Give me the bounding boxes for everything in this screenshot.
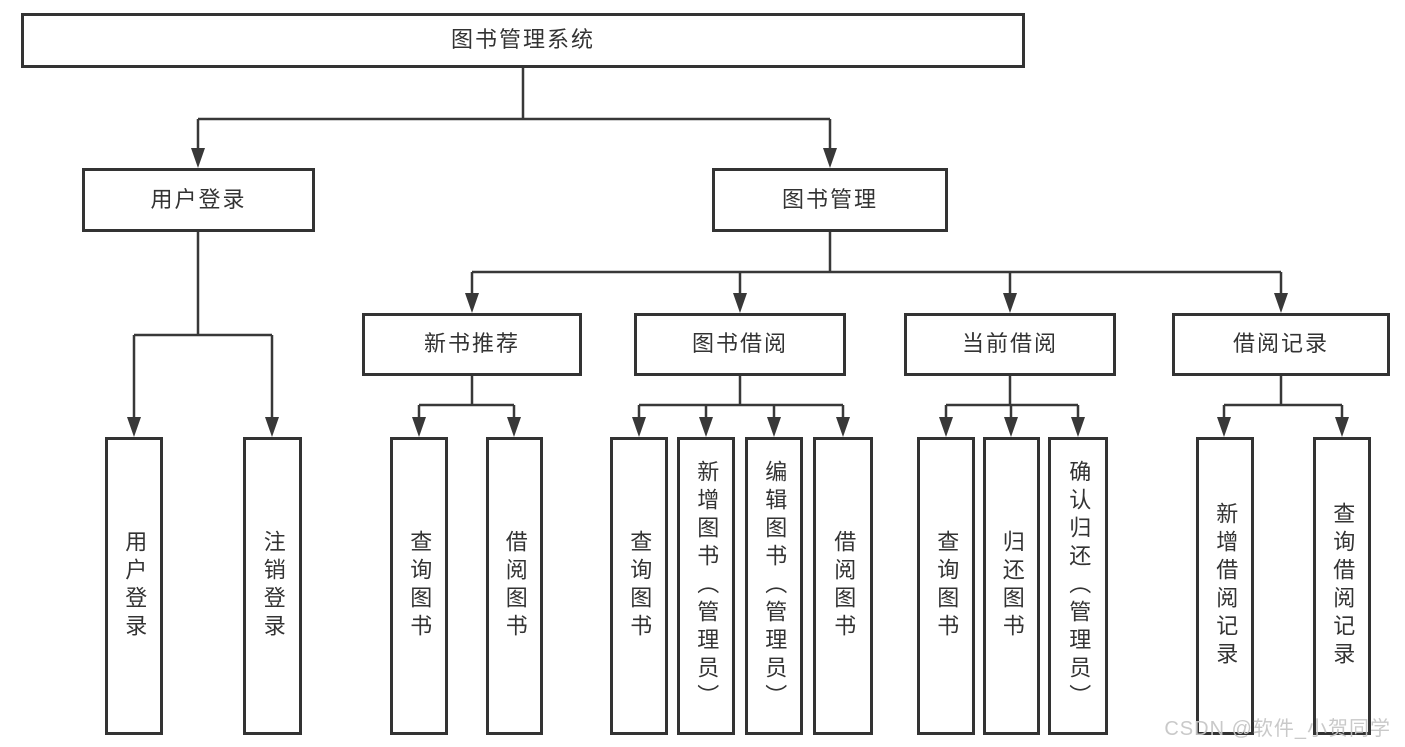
leaf-confirm-return-admin: 确认归还（管理员） bbox=[1048, 437, 1108, 735]
leaf-return-book: 归还图书 bbox=[983, 437, 1040, 735]
leaf-query-books-recommend: 查询图书 bbox=[390, 437, 448, 735]
node-book-management: 图书管理 bbox=[712, 168, 948, 232]
node-root: 图书管理系统 bbox=[21, 13, 1025, 68]
leaf-user-login-label: 用户登录 bbox=[122, 530, 148, 642]
leaf-borrow-books: 借阅图书 bbox=[813, 437, 873, 735]
node-book-borrow: 图书借阅 bbox=[634, 313, 846, 376]
leaf-user-login: 用户登录 bbox=[105, 437, 163, 735]
leaf-confirm-return-admin-label: 确认归还（管理员） bbox=[1066, 460, 1092, 712]
leaf-borrow-books-recommend-label: 借阅图书 bbox=[502, 530, 528, 642]
leaf-add-borrow-record: 新增借阅记录 bbox=[1196, 437, 1254, 735]
leaf-borrow-books-recommend: 借阅图书 bbox=[486, 437, 543, 735]
leaf-add-book-admin-label: 新增图书（管理员） bbox=[694, 460, 720, 712]
leaf-query-books-recommend-label: 查询图书 bbox=[407, 530, 433, 642]
leaf-add-borrow-record-label: 新增借阅记录 bbox=[1213, 502, 1239, 670]
leaf-query-books-borrow: 查询图书 bbox=[610, 437, 668, 735]
leaf-query-borrow-record: 查询借阅记录 bbox=[1313, 437, 1371, 735]
leaf-return-book-label: 归还图书 bbox=[999, 530, 1025, 642]
node-borrow-records: 借阅记录 bbox=[1172, 313, 1390, 376]
leaf-edit-book-admin-label: 编辑图书（管理员） bbox=[762, 460, 788, 712]
leaf-query-borrow-record-label: 查询借阅记录 bbox=[1330, 502, 1356, 670]
leaf-add-book-admin: 新增图书（管理员） bbox=[677, 437, 735, 735]
leaf-edit-book-admin: 编辑图书（管理员） bbox=[745, 437, 803, 735]
csdn-watermark: CSDN @软件_小贺同学 bbox=[1164, 718, 1391, 740]
node-current-borrow: 当前借阅 bbox=[904, 313, 1116, 376]
leaf-borrow-books-label: 借阅图书 bbox=[831, 530, 857, 642]
leaf-query-books-borrow-label: 查询图书 bbox=[627, 530, 653, 642]
node-new-book-recommend: 新书推荐 bbox=[362, 313, 582, 376]
leaf-query-books-current: 查询图书 bbox=[917, 437, 975, 735]
node-user-login: 用户登录 bbox=[82, 168, 315, 232]
leaf-query-books-current-label: 查询图书 bbox=[934, 530, 960, 642]
leaf-logout: 注销登录 bbox=[243, 437, 302, 735]
leaf-logout-label: 注销登录 bbox=[260, 530, 286, 642]
